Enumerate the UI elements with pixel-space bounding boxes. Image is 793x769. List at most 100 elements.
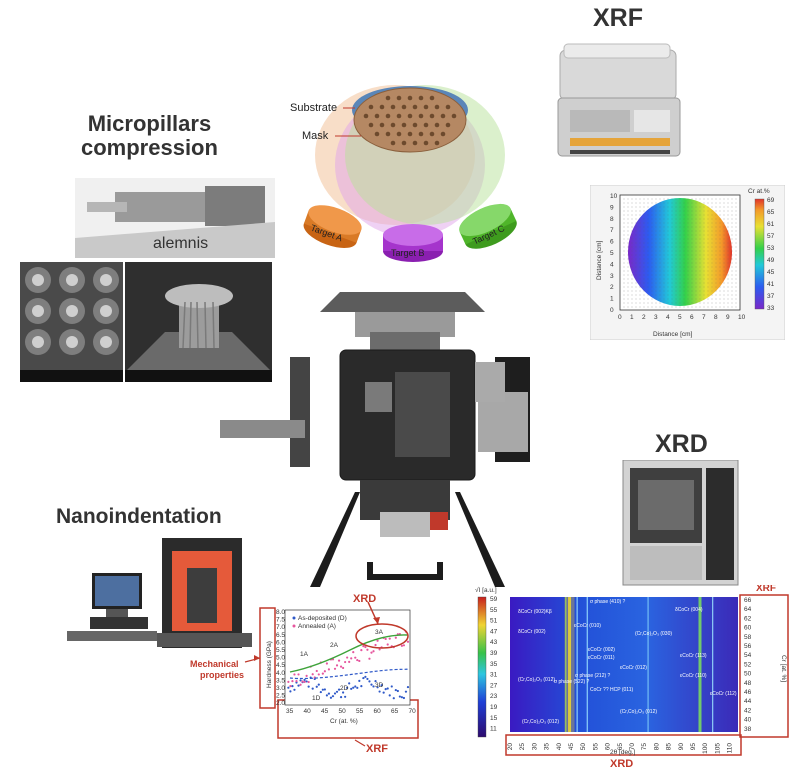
xrf-x-tick: 4: [666, 314, 670, 321]
xrd-legend-tick: 11: [490, 726, 497, 733]
xrd-x-tick: 105: [714, 743, 721, 754]
xrd-legend-tick: 55: [490, 607, 498, 614]
annealed-point: [301, 680, 304, 683]
mask-hole: [390, 140, 396, 146]
hardness-y-tick: 5.5: [276, 647, 285, 654]
xrd-right-box: [739, 594, 789, 738]
as-deposited-point: [362, 676, 365, 680]
xrd-peak-lines: [564, 597, 714, 732]
xrd-right-tick: 56: [744, 643, 752, 650]
xrd-right-tick: 66: [744, 597, 752, 604]
xrf-y-tick: 7: [610, 227, 614, 234]
xrd-peak-line: [576, 597, 578, 732]
mask-hole: [401, 122, 407, 128]
xrf-legend-title: Cr at.%: [748, 188, 770, 195]
xrd-legend-tick: 51: [490, 618, 498, 625]
as-deposited-point: [404, 690, 408, 693]
xrd-x-tick: 70: [629, 743, 636, 751]
as-deposited-point: [346, 686, 349, 689]
as-deposited-point: [317, 683, 320, 686]
pillar-top: [100, 336, 112, 348]
annealed-point: [368, 657, 371, 660]
mask-hole: [363, 113, 369, 119]
as-deposited-point: [331, 695, 335, 698]
mask-hole: [368, 104, 374, 110]
xrd-peak-label: (Cr,Co)₂O₃ (012): [522, 719, 559, 725]
hardness-y-tick: 2.0: [276, 700, 285, 707]
xrd-x-tick: 80: [653, 743, 660, 751]
xrf-y-tick: 4: [610, 261, 614, 268]
as-deposited-point: [297, 684, 300, 687]
mask-hole: [396, 131, 402, 137]
mask-hole: [418, 95, 424, 101]
hardness-y-tick: 5.0: [276, 655, 285, 662]
mask-hole: [390, 104, 396, 110]
xrd-peak-label: (Cr,Co)₂O₃ (012): [518, 677, 555, 683]
xrd-peak-label: εCoCr (011): [588, 655, 615, 661]
mask-hole: [379, 122, 385, 128]
annealed-point: [339, 665, 343, 668]
pillar-top: [100, 274, 112, 286]
xrf-x-tick: 2: [642, 314, 646, 321]
xrd-legend-tick: 15: [490, 715, 498, 722]
mask-hole: [423, 104, 429, 110]
nanoindenter: [67, 538, 252, 648]
xrf-y-tick: 1: [610, 296, 614, 303]
ann-1d: 1D: [312, 695, 321, 702]
xrd-legend-tick: 27: [490, 682, 498, 689]
as-deposited-point: [370, 683, 373, 686]
xrd-x-tick: 110: [727, 743, 734, 754]
mask-hole: [423, 140, 429, 146]
xrf-legend-tick: 53: [767, 245, 775, 252]
xrd-peak-label: εCoCr (010): [574, 623, 601, 629]
annealed-point: [295, 679, 298, 683]
annealed-point: [303, 680, 306, 684]
hardness-x-tick: 60: [374, 708, 382, 715]
as-deposited-point: [356, 686, 359, 689]
as-deposited-point: [335, 690, 339, 693]
as-deposited-point: [329, 696, 333, 699]
xrd-x-tick: 100: [702, 743, 709, 754]
hardness-xrf-callout: XRF: [366, 743, 388, 755]
xrd-x-tick: 90: [678, 743, 685, 751]
as-deposited-point: [350, 687, 353, 690]
mask-hole: [418, 131, 424, 137]
mech-label-1: Mechanical: [190, 659, 239, 669]
mask-hole: [451, 113, 457, 119]
xrd-xlabel: 2θ [deg.]: [610, 749, 635, 756]
nanoindentation-title: Nanoindentation: [56, 505, 222, 528]
as-deposited-point: [305, 680, 308, 683]
xrf-y-tick: 6: [610, 239, 614, 246]
micropillars-title: Micropillars compression: [81, 111, 218, 160]
as-deposited-point: [366, 677, 369, 681]
xrf-y-tick: 5: [610, 250, 614, 257]
xrd-x-tick: 35: [544, 743, 551, 751]
annealed-point: [346, 656, 349, 659]
as-deposited-point: [303, 678, 306, 681]
annealed-point: [352, 651, 355, 654]
as-deposited-point: [402, 696, 406, 700]
hardness-y-tick: 7.5: [276, 617, 285, 624]
hardness-y-tick: 7.0: [276, 624, 285, 631]
xrd-peak-line: [698, 597, 702, 732]
target-c: Target C: [459, 203, 517, 249]
as-deposited-point: [376, 686, 379, 689]
xrd-peak-glow: [564, 597, 575, 732]
hardness-y-tick: 4.0: [276, 670, 285, 677]
xrf-y-tick: 8: [610, 216, 614, 223]
pillar-top: [32, 305, 44, 317]
mask-hole: [418, 113, 424, 119]
xrd-peak-label: (Cr,Co)₂O₃ (030): [635, 631, 672, 637]
ann-2a: 2A: [330, 642, 339, 649]
annealed-point: [337, 659, 341, 662]
xrd-peak-label: CoCr ?? HCP (011): [590, 687, 633, 693]
xrd-xrd-tag: XRD: [610, 758, 633, 769]
annealed-point: [299, 683, 302, 686]
annealed-point: [362, 645, 365, 648]
annealed-point: [388, 637, 391, 640]
xrd-x-tick: 95: [690, 743, 697, 751]
as-deposited-point: [380, 684, 383, 687]
xrf-x-tick: 3: [654, 314, 658, 321]
